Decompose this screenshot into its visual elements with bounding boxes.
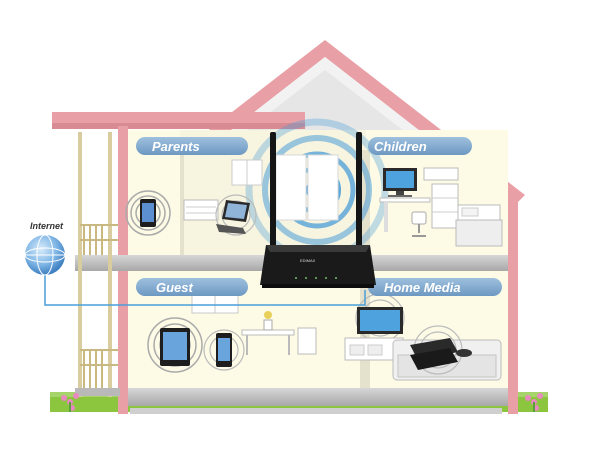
desktop-monitor-icon [383,168,417,197]
internet-connection [44,270,366,306]
tv-icon [357,307,403,334]
desk-chair-icon [411,211,427,237]
guest-room [147,286,317,373]
tablet-icon [160,328,190,366]
internet-label: Internet [30,221,64,231]
bed-icon [455,204,503,247]
flower-vase-icon [263,311,273,331]
room-label-guest-text: Guest [156,280,194,295]
room-label-parents: Parents [136,137,248,155]
children-room [379,167,503,247]
dresser-icon [183,199,219,221]
balcony [75,132,120,397]
home-media-room [344,293,502,381]
parents-room [125,154,339,236]
flowers-right [525,393,543,412]
game-console-icon [410,338,472,370]
flowers-left [61,393,79,412]
internet-globe-icon [24,234,66,276]
room-label-guest: Guest [136,278,248,296]
bookshelf-icon [423,167,459,229]
room-label-children-text: Children [374,139,427,154]
room-label-home-media-text: Home Media [384,280,461,295]
room-label-children: Children [368,137,472,155]
smartphone-icon [216,333,232,367]
laptop-icon [216,200,250,234]
room-label-parents-text: Parents [152,139,200,154]
room-label-home-media: Home Media [368,278,502,296]
router-brand: EDIMAX [300,258,316,263]
wireless-router-icon: EDIMAX [260,132,376,288]
